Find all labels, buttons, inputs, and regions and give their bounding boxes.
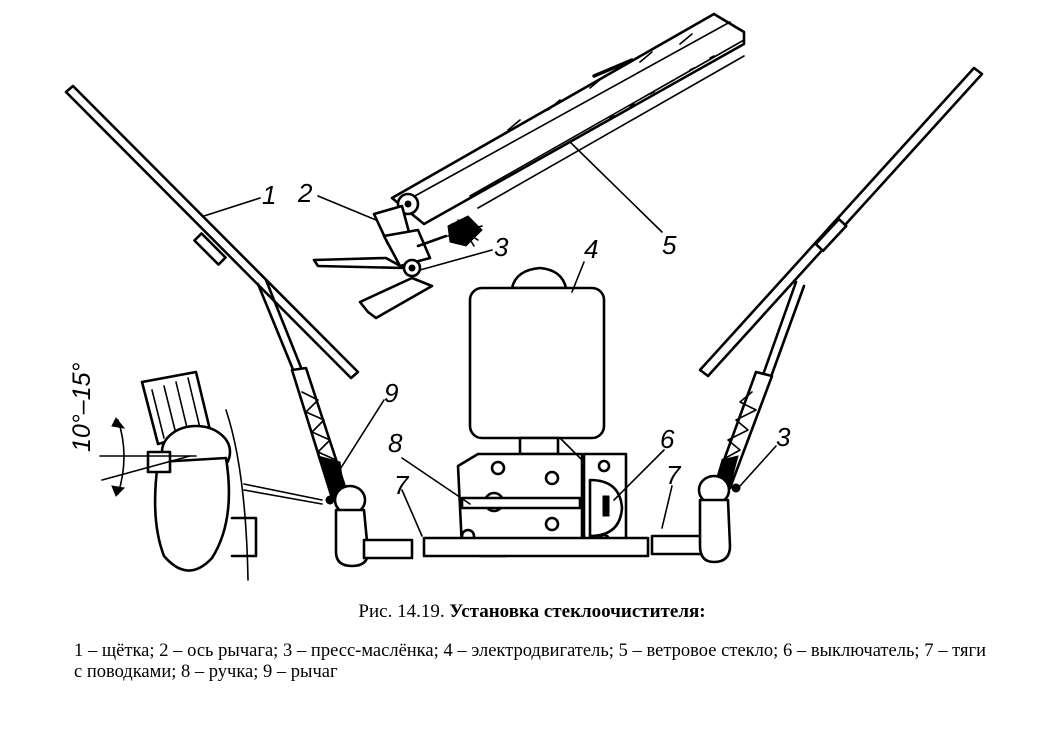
motor [468,266,606,456]
callout-2: 2 [297,178,313,208]
leader-lines [203,141,777,537]
caption-prefix: Рис. 14.19. [358,601,445,622]
callout-5: 5 [662,230,677,260]
callout-3-right: 3 [776,422,791,452]
callout-7-right: 7 [666,460,682,490]
callout-3: 3 [494,232,509,262]
callout-7: 7 [394,470,410,500]
center-wiper-arm [312,12,746,320]
callout-9: 9 [384,378,398,408]
left-wiper-blade [64,84,360,380]
callout-6: 6 [660,424,675,454]
caption-title: Установка стеклоочистителя: [449,601,706,622]
left-pivot [325,484,370,568]
callout-8: 8 [388,428,403,458]
right-wiper-blade [698,66,984,378]
callout-numbers: 1 2 3 4 5 6 7 8 9 3 7 10°–15° [68,178,791,500]
callout-1: 1 [262,180,276,210]
figure-caption-legend: 1 – щётка; 2 – ось рычага; 3 – пресс-мас… [74,641,986,682]
linkage-rods [362,534,706,560]
angle-label: 10°–15° [68,362,96,452]
callout-4: 4 [584,234,598,264]
wiper-installation-drawing: 1 2 3 4 5 6 7 8 9 3 7 10°–15° [64,12,984,581]
right-pivot [697,474,741,564]
left-wiper-arm [256,278,348,500]
pivot-detail-view [99,370,323,581]
figure-caption-title: Рис. 14.19. Установка стеклоочистителя: [0,600,1064,624]
